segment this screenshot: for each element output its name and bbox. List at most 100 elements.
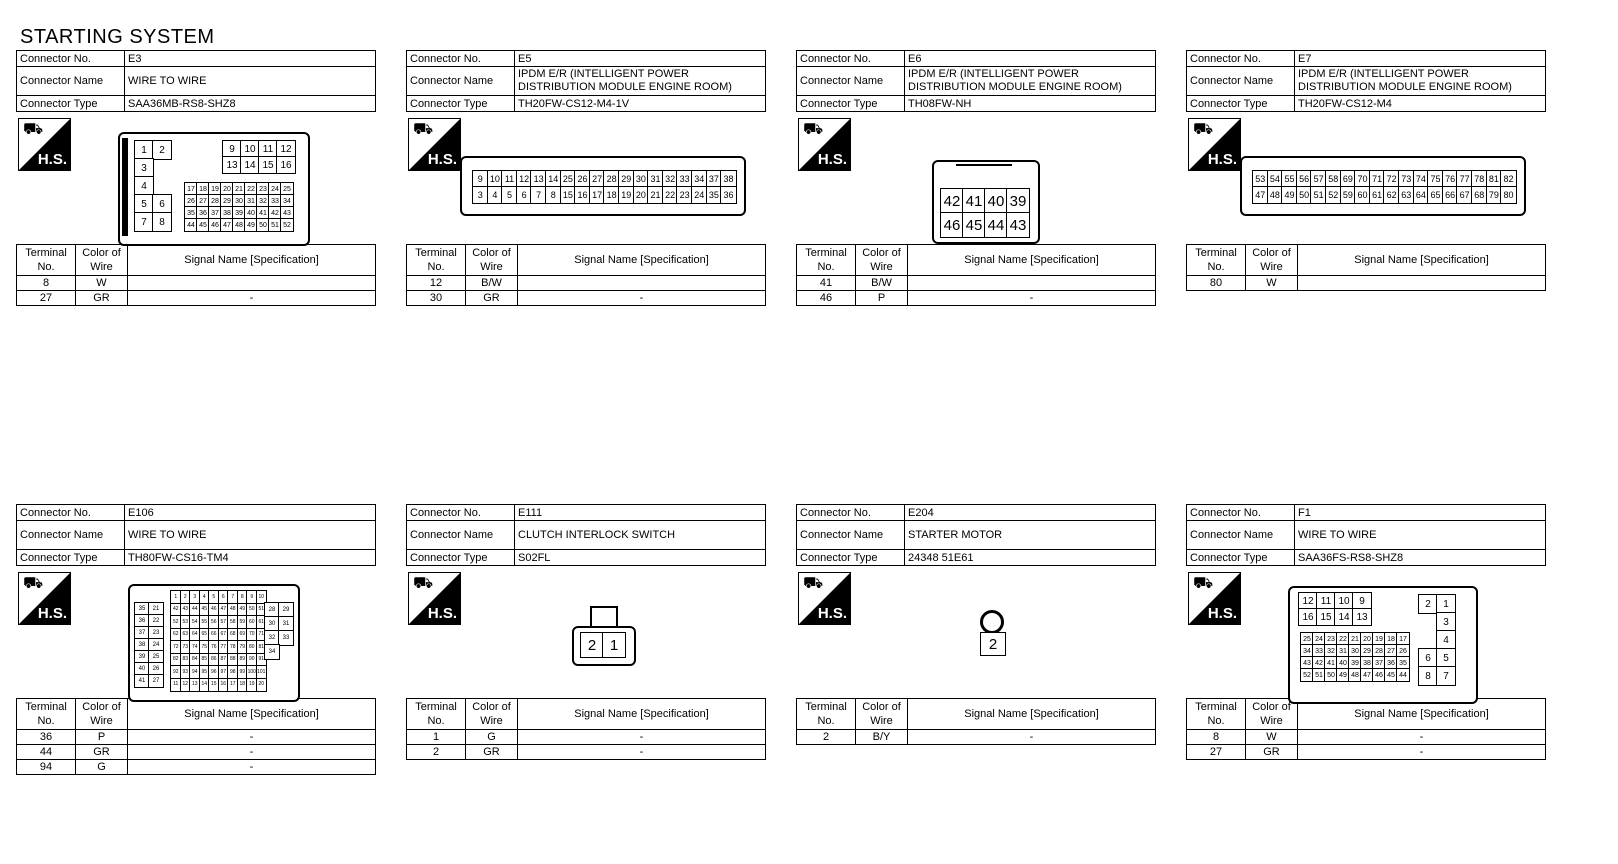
pin-cell: 16 xyxy=(1298,608,1318,626)
pin-cell: 6 xyxy=(1418,648,1438,668)
connector-type-value: TH20FW-CS12-M4-1V xyxy=(514,95,766,112)
signal-name xyxy=(517,275,766,291)
pin-cell: 7 xyxy=(134,212,154,232)
info-label: Connector Type xyxy=(796,95,905,112)
wire-color: GR xyxy=(465,744,518,760)
wire-color: G xyxy=(465,729,518,745)
page-title: STARTING SYSTEM xyxy=(20,26,215,48)
pin-cell: 34 xyxy=(280,194,294,208)
connector-name-value: IPDM E/R (INTELLIGENT POWER DISTRIBUTION… xyxy=(514,66,766,96)
terminal-no-header: Terminal No. xyxy=(16,244,76,276)
connector-name-value: CLUTCH INTERLOCK SWITCH xyxy=(514,520,766,550)
pin-cell: 31 xyxy=(278,616,294,632)
info-label: Connector No. xyxy=(1186,504,1295,521)
pin-cell: 15 xyxy=(1316,608,1336,626)
connector-no-value: E6 xyxy=(904,50,1156,67)
wire-color: GR xyxy=(465,290,518,306)
terminal-no: 36 xyxy=(16,729,76,745)
pin-cell: 45 xyxy=(196,218,210,232)
wire-color: GR xyxy=(1245,744,1298,760)
color-of-wire-header: Color of Wire xyxy=(465,698,518,730)
signal-name xyxy=(1297,275,1546,291)
wire-color: B/W xyxy=(855,275,908,291)
pin-cell: 4 xyxy=(134,176,154,196)
color-of-wire-header: Color of Wire xyxy=(465,244,518,276)
terminal-no: 27 xyxy=(16,290,76,306)
connector-name-value: IPDM E/R (INTELLIGENT POWER DISTRIBUTION… xyxy=(1294,66,1546,96)
pin-cell: 39 xyxy=(1006,188,1030,214)
signal-name: - xyxy=(517,729,766,745)
terminal-no-header: Terminal No. xyxy=(406,698,466,730)
connector-type-value: TH80FW-CS16-TM4 xyxy=(124,549,376,566)
harness-side-icon: ⛟ H.S. xyxy=(1188,572,1241,625)
pin-cell: 52 xyxy=(280,218,294,232)
wire-color: B/W xyxy=(465,275,518,291)
connector-type-value: 24348 51E61 xyxy=(904,549,1156,566)
pin-cell: 45 xyxy=(962,212,986,238)
signal-name-header: Signal Name [Specification] xyxy=(907,698,1156,730)
signal-name: - xyxy=(1297,744,1546,760)
pin-cell: 48 xyxy=(1266,186,1284,204)
connector-type-value: TH20FW-CS12-M4 xyxy=(1294,95,1546,112)
terminal-no: 8 xyxy=(1186,729,1246,745)
terminal-no: 2 xyxy=(406,744,466,760)
car-icon: ⛟ xyxy=(1193,575,1214,592)
info-label: Connector Type xyxy=(16,95,125,112)
pin-cell: 59 xyxy=(1339,186,1357,204)
pin-cell: 8 xyxy=(1418,666,1438,686)
terminal-no-header: Terminal No. xyxy=(796,244,856,276)
connector-no-value: E5 xyxy=(514,50,766,67)
harness-side-icon: ⛟H.S. xyxy=(18,118,71,171)
signal-name-header: Signal Name [Specification] xyxy=(517,244,766,276)
pin-cell: 3 xyxy=(134,158,154,178)
terminal-no: 44 xyxy=(16,744,76,760)
hs-label: H.S. xyxy=(37,151,67,168)
harness-side-icon: ⛟H.S. xyxy=(408,572,461,625)
pin-layout: 2 xyxy=(796,566,1156,698)
pin-cell: 1 xyxy=(1436,594,1456,614)
connector-no-value: F1 xyxy=(1294,504,1546,521)
pin-cell: 43 xyxy=(1006,212,1030,238)
info-label: Connector Type xyxy=(796,549,905,566)
pin-cell: 2 xyxy=(580,632,604,658)
terminal-no: 8 xyxy=(16,275,76,291)
info-label: Connector No. xyxy=(16,50,125,67)
wire-color: GR xyxy=(75,744,128,760)
connector-name-value: STARTER MOTOR xyxy=(904,520,1156,550)
info-label: Connector Type xyxy=(16,549,125,566)
hs-label: H.S. xyxy=(1207,605,1237,622)
signal-name: - xyxy=(907,729,1156,745)
terminal-no: 2 xyxy=(796,729,856,745)
harness-side-icon: ⛟H.S. xyxy=(408,118,461,171)
pin-cell: 36 xyxy=(720,186,737,204)
signal-name: - xyxy=(517,290,766,306)
pin-cell: 27 xyxy=(148,674,164,688)
info-label: Connector No. xyxy=(16,504,125,521)
